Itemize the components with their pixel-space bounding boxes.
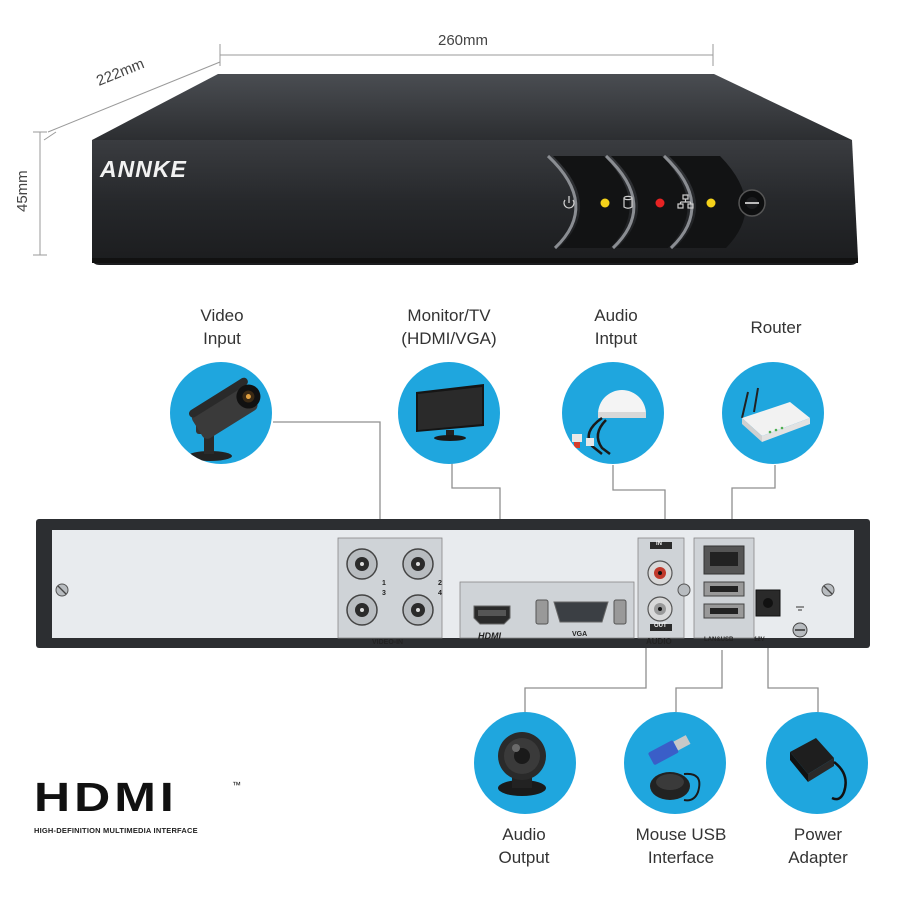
channel-label-3: 3 <box>382 590 386 597</box>
speaker-icon <box>498 732 546 796</box>
channel-label-1: 1 <box>382 580 386 587</box>
audio-input-circle <box>562 362 664 464</box>
router-circle <box>722 362 824 464</box>
vga-port <box>535 599 627 625</box>
power-label: 12V <box>754 637 765 643</box>
power-adapter-circle <box>766 712 868 814</box>
vga-port-label: VGA <box>572 631 588 638</box>
lan-usb-label: LAN&USB <box>704 637 734 643</box>
network-led <box>706 198 716 208</box>
audio-ports <box>647 542 691 631</box>
ground-screw <box>792 606 808 638</box>
hdmi-tagline: HIGH-DEFINITION MULTIMEDIA INTERFACE <box>34 826 198 835</box>
camera-icon <box>188 377 261 461</box>
video-in-label: VIDEO-IN <box>372 639 404 646</box>
router-label: Router <box>750 318 802 337</box>
width-dimension: 260mm <box>438 32 489 49</box>
hdd-led <box>655 198 665 208</box>
audio-port-label: AUDIO <box>646 637 672 646</box>
monitor-tv-circle <box>398 362 500 464</box>
mouse-icon <box>648 735 701 802</box>
dvr-front-device <box>92 74 858 265</box>
channel-label-4: 4 <box>438 590 442 597</box>
video-input-circle <box>170 362 272 464</box>
hdmi-logo-mark: HDMI ™ <box>34 774 241 821</box>
router-icon <box>741 387 810 442</box>
network-icon <box>677 194 694 209</box>
ir-receiver <box>738 189 766 217</box>
audio-in-label: IN <box>656 541 662 547</box>
audio-output-circle <box>474 712 576 814</box>
hdmi-logo: HDMI ™ HIGH-DEFINITION MULTIMEDIA INTERF… <box>34 774 254 835</box>
power-led <box>600 198 610 208</box>
front-indicators <box>563 189 766 217</box>
audio-out-label: OUT <box>654 623 667 629</box>
monitor-icon <box>416 384 484 441</box>
monitor-tv-label: Monitor/TV(HDMI/VGA) <box>401 306 497 348</box>
dimension-lines <box>33 44 714 256</box>
bnc-connector <box>346 548 434 626</box>
microphone-icon <box>572 390 646 455</box>
hdd-icon <box>623 195 633 209</box>
hdmi-port-label: HDMI <box>478 631 501 641</box>
power-jack <box>755 589 781 617</box>
panel-screw <box>55 583 835 597</box>
power-adapter-icon <box>790 738 847 801</box>
brand-logo: ANNKE <box>100 156 187 182</box>
usb-ports <box>703 581 745 619</box>
channel-label-2: 2 <box>438 580 442 587</box>
mouse-usb-circle <box>624 712 726 814</box>
power-icon <box>563 196 575 209</box>
hdmi-port <box>473 605 511 625</box>
